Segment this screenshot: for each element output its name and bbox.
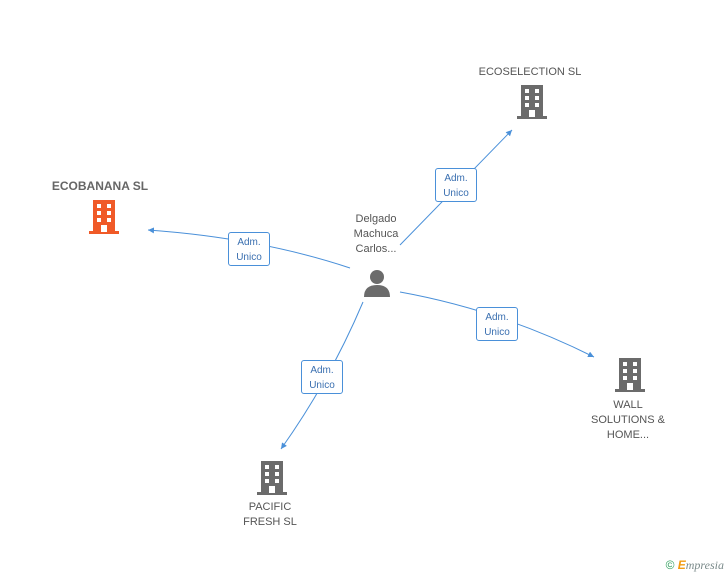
wall-label-line1: WALL — [613, 399, 643, 411]
edge-label-ecobanana[interactable]: Adm. Unico — [228, 232, 270, 266]
wall-building-icon[interactable] — [614, 358, 646, 392]
copyright-icon: © — [665, 558, 675, 572]
edge-label-role1: Adm. — [310, 365, 334, 376]
edge-label-role1: Adm. — [444, 173, 468, 184]
ecobanana-building-icon[interactable] — [88, 200, 120, 234]
edge-label-pacific[interactable]: Adm. Unico — [301, 360, 343, 394]
edge-label-role1: Adm. — [485, 312, 509, 323]
edge-label-ecoselection[interactable]: Adm. Unico — [435, 168, 477, 202]
wall-label-line3: HOME... — [606, 429, 650, 441]
brand-name: mpresia — [685, 558, 724, 572]
edge-label-role1: Adm. — [237, 237, 261, 248]
ecoselection-label[interactable]: ECOSELECTION SL — [478, 66, 582, 78]
edge-label-role2: Unico — [309, 380, 335, 391]
pacific-label[interactable]: PACIFIC FRESH SL — [222, 500, 318, 530]
edge-label-wall[interactable]: Adm. Unico — [476, 307, 518, 341]
wall-label[interactable]: WALL SOLUTIONS & HOME... — [580, 398, 676, 443]
brand-initial: E — [677, 558, 686, 572]
pacific-label-line1: PACIFIC — [248, 501, 292, 513]
wall-label-line2: SOLUTIONS & — [591, 414, 665, 426]
empresia-watermark: © Empresia — [666, 558, 724, 573]
edge-label-role2: Unico — [443, 188, 469, 199]
person-name[interactable]: Delgado Machuca Carlos... — [340, 212, 412, 257]
pacific-label-line2: FRESH SL — [243, 516, 297, 528]
pacific-building-icon[interactable] — [256, 461, 288, 495]
ecoselection-building-icon[interactable] — [516, 85, 548, 119]
person-icon[interactable] — [362, 268, 392, 298]
edge-label-role2: Unico — [236, 252, 262, 263]
person-name-line2: Machuca — [353, 228, 399, 240]
edge-label-role2: Unico — [484, 327, 510, 338]
ecobanana-label[interactable]: ECOBANANA SL — [51, 179, 149, 193]
person-name-line3: Carlos... — [355, 243, 397, 255]
person-name-line1: Delgado — [355, 213, 397, 225]
